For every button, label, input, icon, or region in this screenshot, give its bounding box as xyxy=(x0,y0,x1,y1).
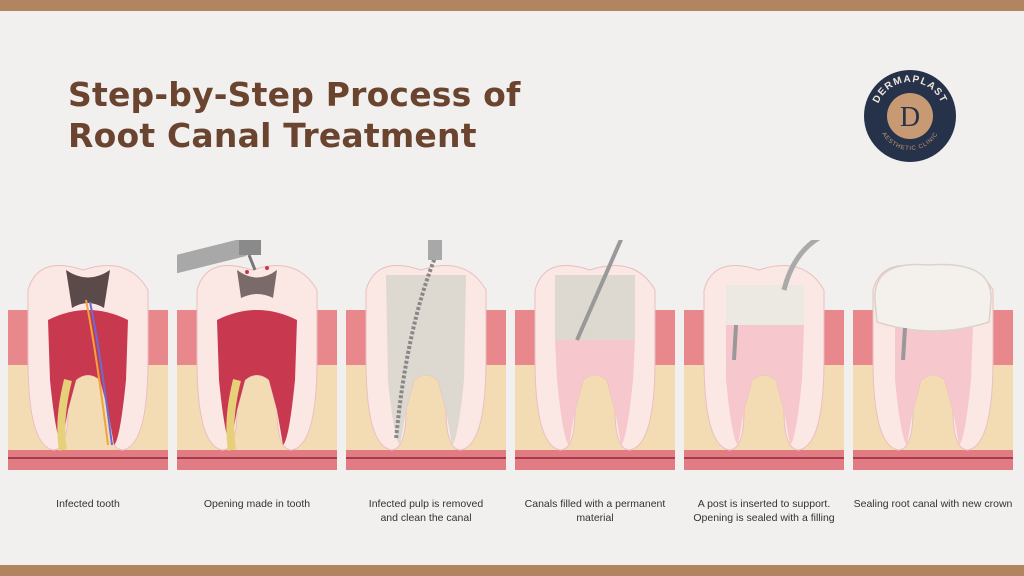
title-line-1: Step-by-Step Process of xyxy=(68,75,521,114)
step-1-caption: Infected tooth xyxy=(56,498,120,510)
step-2-illustration xyxy=(177,240,337,470)
title-line-2: Root Canal Treatment xyxy=(68,116,477,155)
step-4-illustration xyxy=(515,240,675,470)
step-6-caption: Sealing root canal with new crown xyxy=(853,498,1013,510)
step-1-illustration xyxy=(8,265,168,470)
step-5-illustration xyxy=(684,240,844,470)
step-3-caption: Infected pulp is removed and clean the c… xyxy=(368,498,484,524)
top-border xyxy=(0,0,1024,11)
step-5-caption: A post is inserted to support. Opening i… xyxy=(693,498,835,524)
step-4-caption: Canals filled with a permanent material xyxy=(524,498,666,524)
bottom-border xyxy=(0,565,1024,576)
svg-text:D: D xyxy=(900,102,920,133)
step-2-caption: Opening made in tooth xyxy=(203,498,311,510)
page-title: Step-by-Step Process of Root Canal Treat… xyxy=(68,74,521,156)
clinic-logo: DERMAPLAST AESTHETIC CLINIC D xyxy=(864,70,956,162)
step-3-illustration xyxy=(346,240,506,470)
step-6-illustration xyxy=(853,263,1013,470)
